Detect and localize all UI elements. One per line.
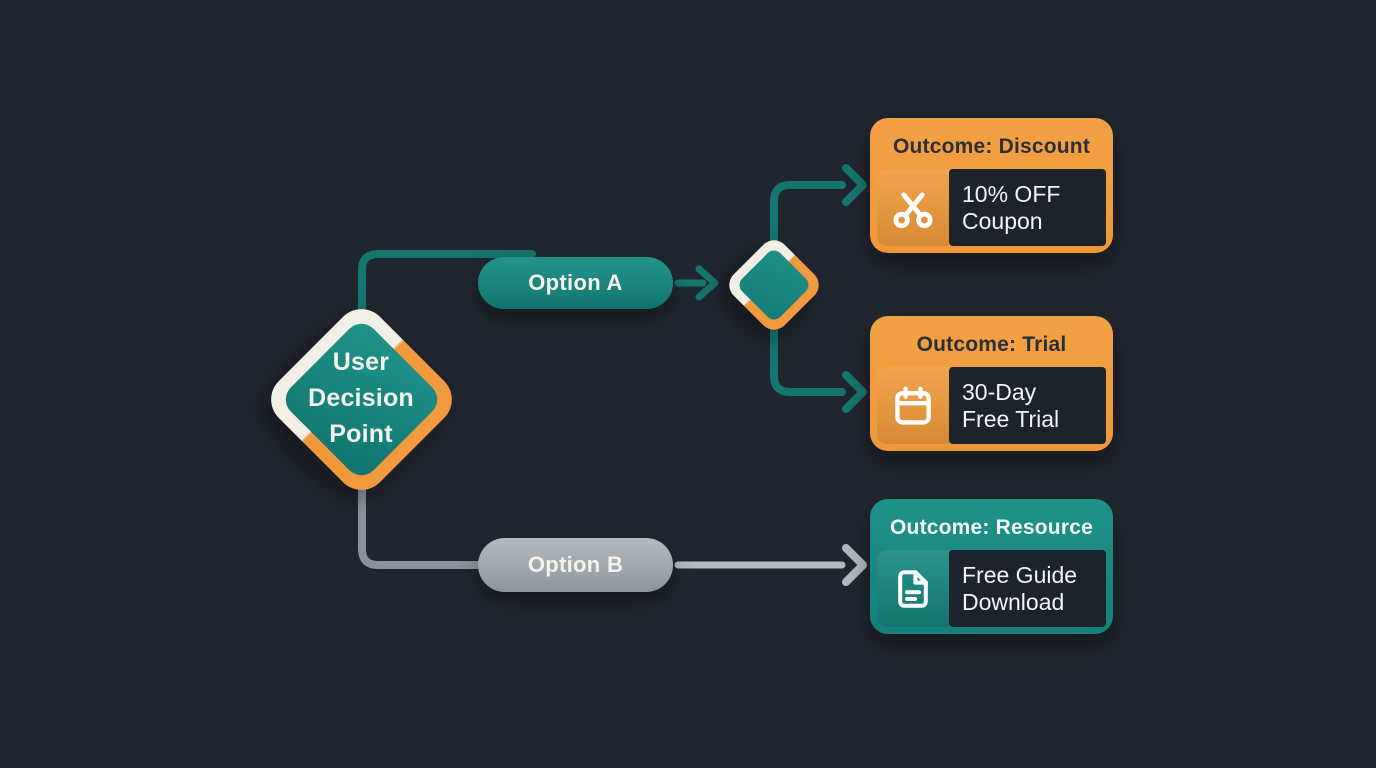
outcome-discount-line2: Coupon (962, 207, 1043, 234)
option-b-label: Option B (527, 552, 624, 577)
calendar-icon (877, 367, 949, 444)
connector-decision-to-option-a (358, 250, 536, 364)
scissors-icon (877, 169, 949, 246)
arrowhead-gate-to-discount (842, 164, 867, 206)
outcome-trial-line2: Free Trial (962, 405, 1060, 432)
outcome-resource-body: Free Guide Download (877, 550, 1106, 627)
decision-label-line: Decision (308, 384, 414, 412)
option-b-node: Option B (478, 538, 673, 592)
document-icon (877, 550, 949, 627)
decision-node-label: User Decision Point (261, 344, 461, 452)
outcome-discount-body: 10% OFF Coupon (877, 169, 1106, 246)
outcome-discount-line1: 10% OFF (962, 180, 1061, 207)
decision-label-line: User (332, 348, 390, 376)
connector-gate-to-discount (770, 181, 846, 272)
decision-label-line: Point (329, 420, 393, 448)
outcome-discount-header: Outcome: Discount (892, 135, 1091, 158)
outcome-trial-line1: 30-Day (962, 378, 1037, 405)
option-a-label: Option A (528, 270, 623, 295)
outcome-discount-panel: 10% OFF Coupon (949, 169, 1106, 246)
outcome-card-discount: Outcome: Discount 10% OFF Coupon (870, 118, 1113, 253)
outcome-card-trial: Outcome: Trial 30-Day Free Trial (870, 316, 1113, 451)
outcome-resource-panel: Free Guide Download (949, 550, 1106, 627)
arrowhead-option-b-to-resource (842, 544, 867, 586)
connector-gate-to-trial (770, 296, 846, 396)
outcome-card-resource: Outcome: Resource Free Guide Download (870, 499, 1113, 634)
outcome-resource-line1: Free Guide (962, 561, 1078, 588)
outcome-trial-body: 30-Day Free Trial (877, 367, 1106, 444)
outcome-trial-panel: 30-Day Free Trial (949, 367, 1106, 444)
connector-decision-to-option-b (358, 426, 564, 569)
arrowhead-option-a-to-gate (695, 265, 719, 301)
outcome-trial-header: Outcome: Trial (916, 333, 1067, 356)
outcome-resource-header: Outcome: Resource (890, 516, 1093, 539)
option-a-node: Option A (478, 257, 673, 309)
outcome-resource-line2: Download (962, 588, 1065, 615)
arrowhead-gate-to-trial (842, 371, 867, 413)
